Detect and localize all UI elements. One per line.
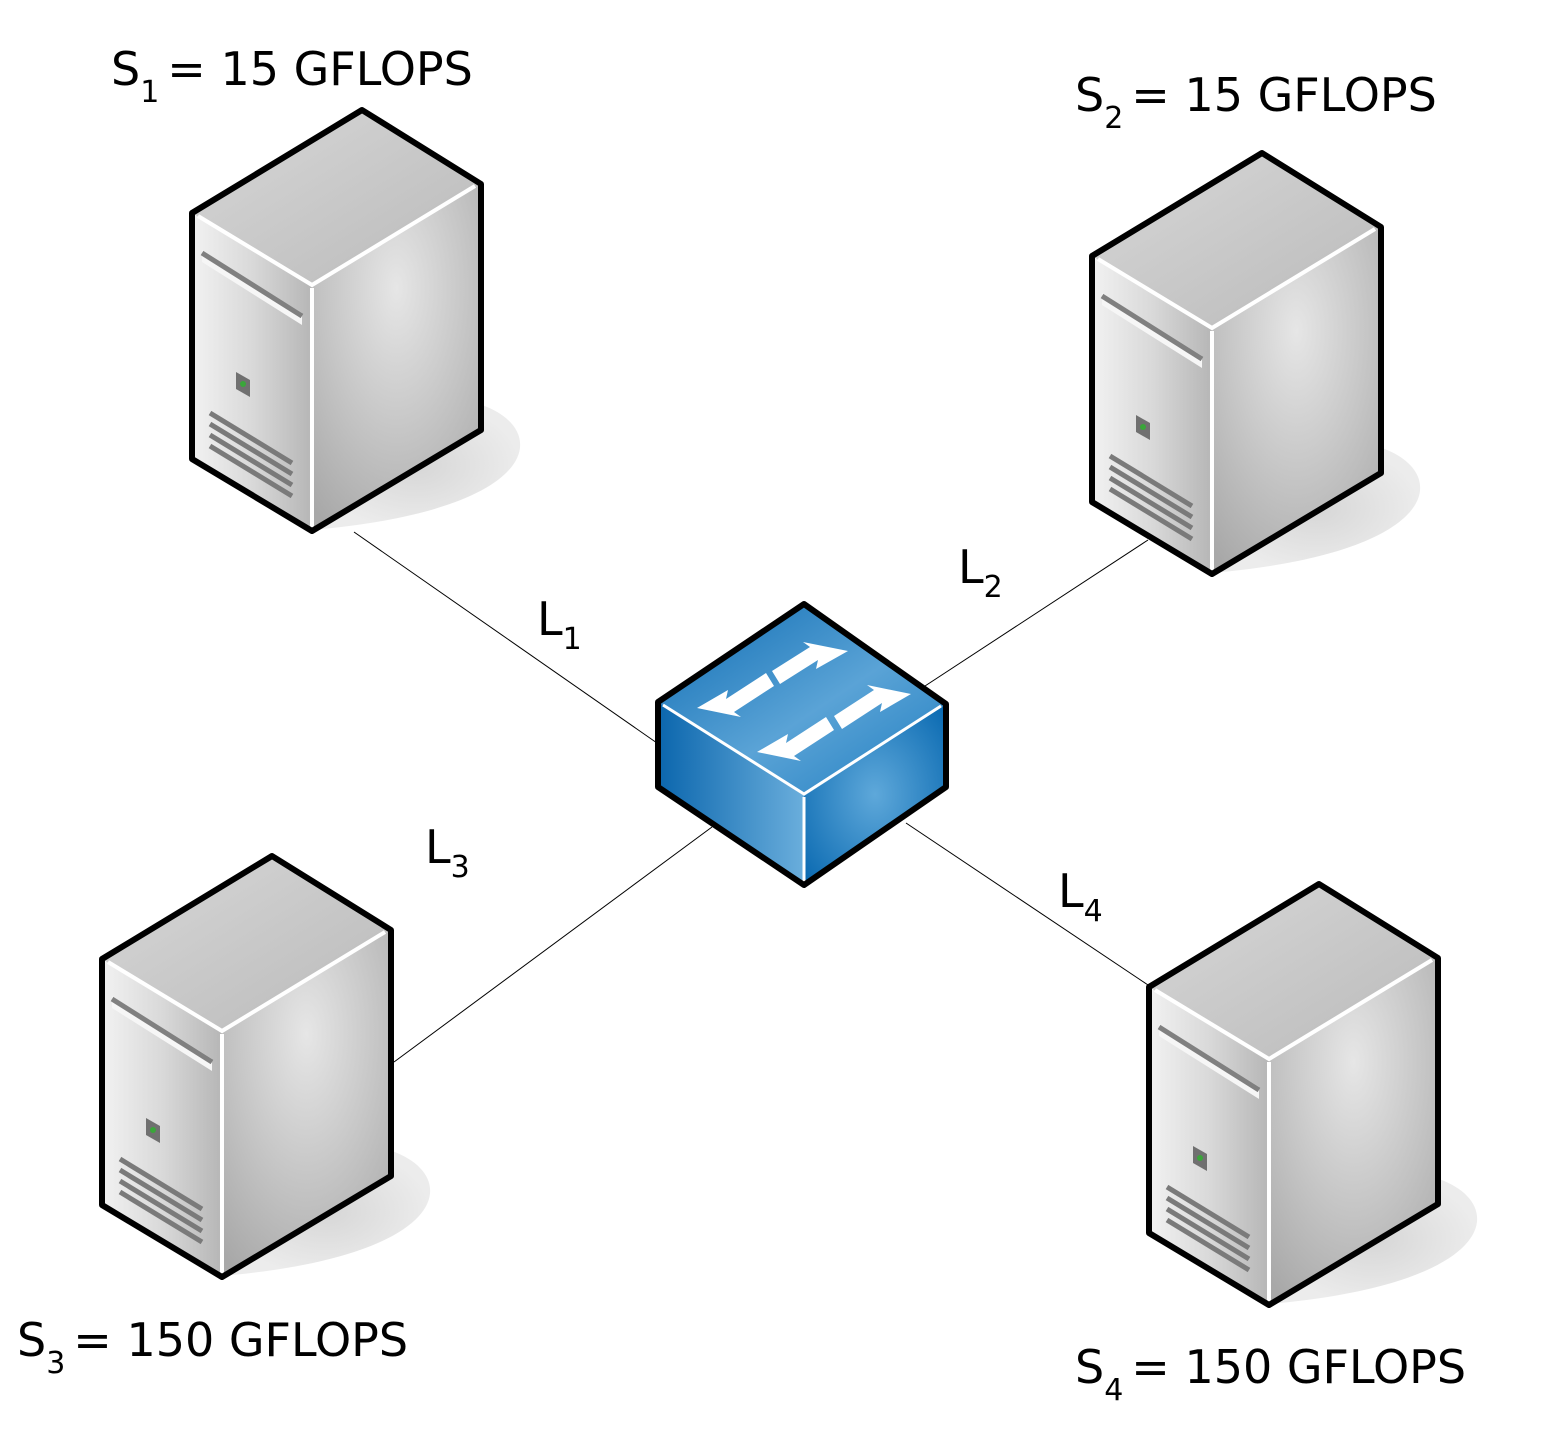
server-s2-icon — [1092, 153, 1420, 574]
server-s1-icon — [192, 110, 520, 531]
link-l2-label: L2 — [958, 540, 1003, 605]
server-s1-label: S1= 15 GFLOPS — [111, 42, 473, 110]
link-l3-line — [393, 826, 713, 1063]
link-l4-label: L4 — [1058, 864, 1103, 929]
server-s4-label: S4= 150 GFLOPS — [1075, 1340, 1466, 1408]
network-switch-icon — [655, 601, 949, 888]
link-l2-line — [924, 539, 1149, 687]
server-s3-icon — [102, 856, 430, 1277]
link-l3-label: L3 — [425, 820, 470, 885]
server-s3-label: S3= 150 GFLOPS — [17, 1313, 408, 1381]
server-s2-label: S2= 15 GFLOPS — [1075, 68, 1437, 136]
link-l4-line — [905, 822, 1149, 986]
link-l1-label: L1 — [537, 592, 582, 657]
server-s4-icon — [1149, 884, 1477, 1305]
link-l1-line — [353, 531, 658, 744]
